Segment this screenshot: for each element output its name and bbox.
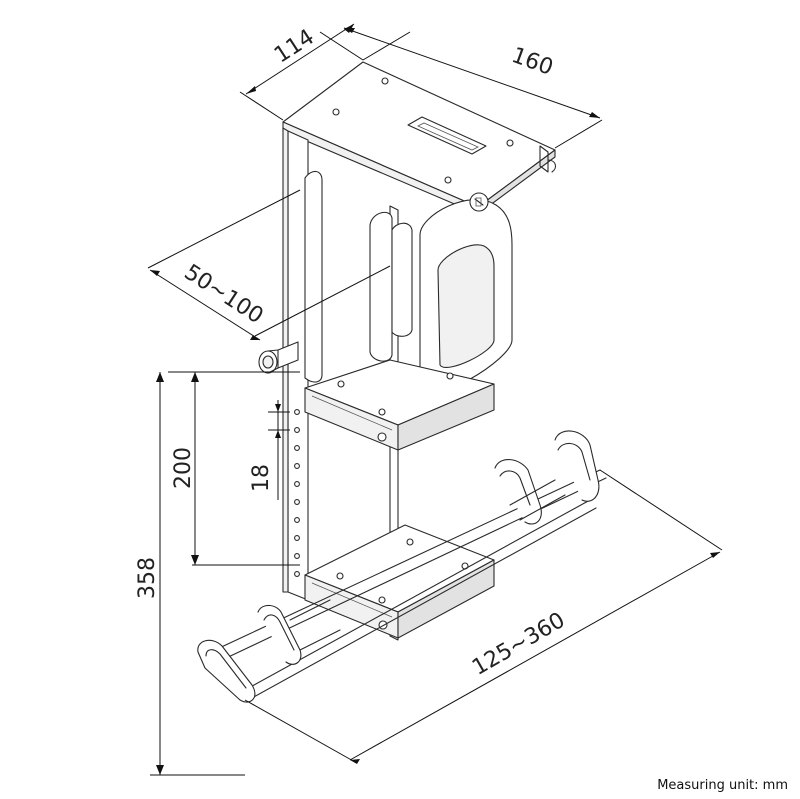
bottom-shelf [304,524,495,639]
dimension-label-18: 18 [249,464,274,492]
middle-shelf [304,359,495,451]
dimension-label-114: 114 [270,25,319,69]
dimension-label-358: 358 [135,557,160,599]
dimension-label-50-100: 50~100 [180,260,268,329]
bottom-rails [197,430,607,703]
dimension-label-160: 160 [508,43,556,81]
measuring-unit-note: Measuring unit: mm [657,778,788,793]
top-mounting-plate [282,61,557,215]
dimension-label-200: 200 [171,447,196,489]
side-knob [258,341,299,374]
side-clamp-plates [304,170,513,395]
dimension-label-125-360: 125~360 [468,608,569,681]
dimension-lines [147,23,723,776]
